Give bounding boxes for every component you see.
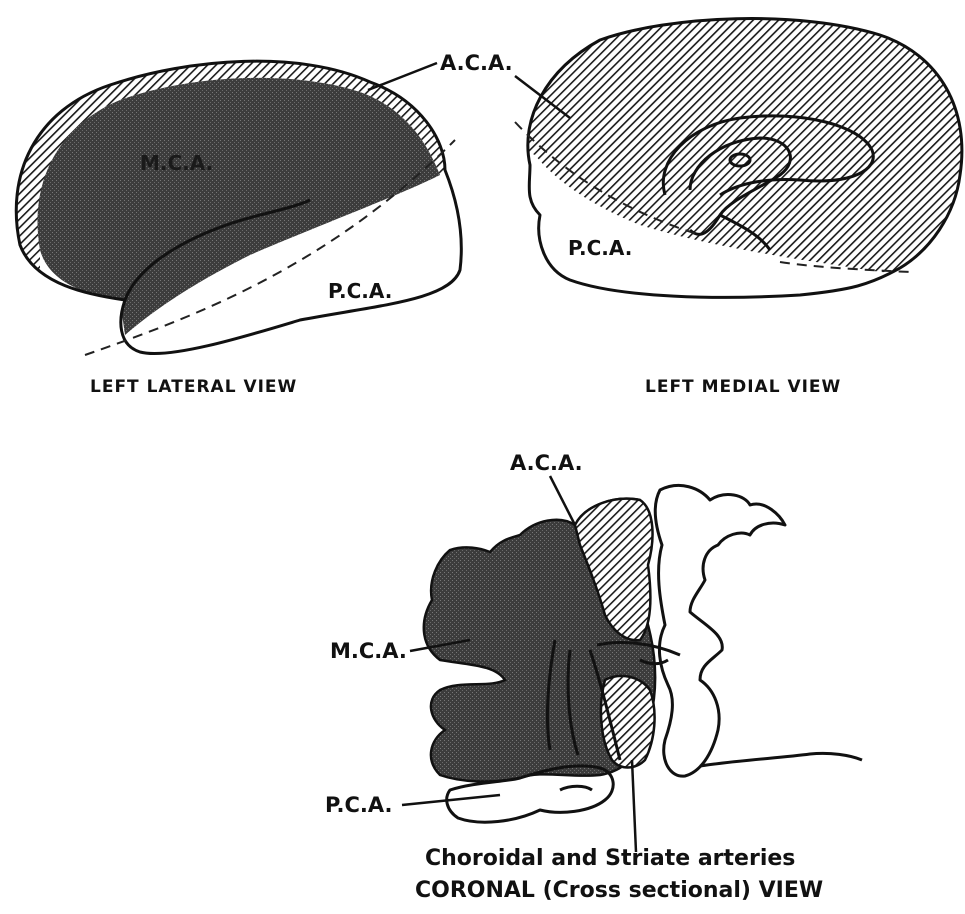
medial-pca-label: P.C.A. — [568, 236, 632, 260]
lateral-view-diagram: M.C.A. P.C.A. LEFT LATERAL VIEW — [0, 40, 461, 397]
medial-view-caption: LEFT MEDIAL VIEW — [645, 377, 841, 397]
lateral-mca-label: M.C.A. — [140, 151, 213, 175]
lateral-pca-label: P.C.A. — [328, 279, 392, 303]
coronal-view-diagram: A.C.A. M.C.A. P.C.A. Choroidal and Stria… — [325, 451, 862, 903]
coronal-aca-label: A.C.A. — [510, 451, 583, 475]
coronal-choroidal-label: Choroidal and Striate arteries — [425, 846, 795, 871]
coronal-pca-label: P.C.A. — [325, 793, 393, 817]
medial-view-diagram: P.C.A. LEFT MEDIAL VIEW — [500, 0, 965, 397]
lateral-view-caption: LEFT LATERAL VIEW — [90, 377, 297, 397]
coronal-right-hemisphere-outline — [655, 485, 785, 776]
coronal-view-caption: CORONAL (Cross sectional) VIEW — [415, 878, 823, 903]
coronal-mca-label: M.C.A. — [330, 639, 407, 663]
shared-aca-label: A.C.A. — [440, 51, 513, 75]
